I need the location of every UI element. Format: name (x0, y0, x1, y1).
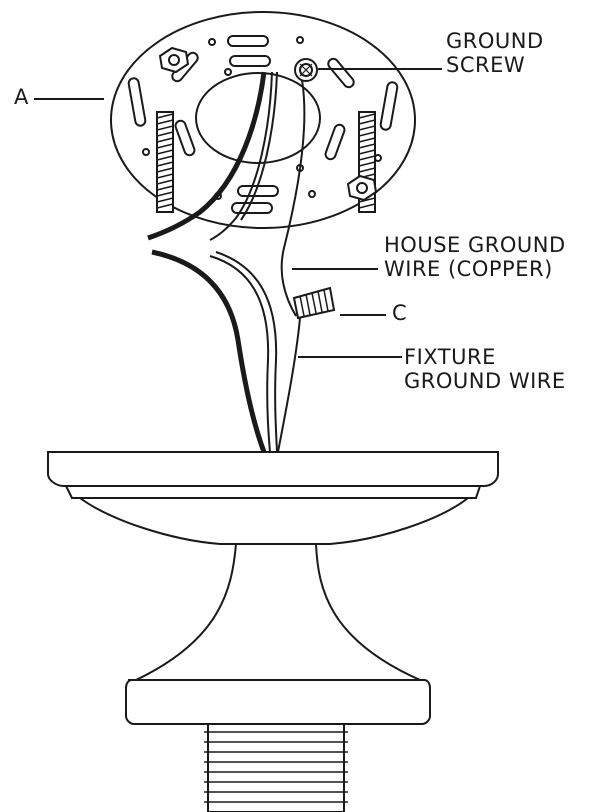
nut-right-icon (346, 174, 378, 202)
label-house-ground-line1: HOUSE GROUND (384, 233, 566, 257)
fixture-white-wire (209, 255, 271, 453)
threaded-pipe-icon (204, 723, 348, 812)
house-black-wire (147, 71, 267, 241)
label-fixture-ground-line2: GROUND WIRE (404, 369, 566, 393)
mounting-plate-icon (110, 11, 416, 229)
leader-fixture-ground (298, 356, 402, 358)
leader-c (340, 314, 386, 316)
leader-house-ground (292, 268, 378, 270)
fixture-black-wire (151, 249, 267, 453)
leader-ground-screw (318, 68, 442, 70)
label-fixture-ground-line1: FIXTURE (404, 345, 496, 369)
ground-screw-icon (294, 58, 318, 82)
label-c: C (392, 301, 408, 325)
threaded-rod-left (156, 111, 174, 213)
fixture-ground-wire (277, 317, 301, 453)
house-ground-wire (280, 79, 306, 317)
house-white-wire (209, 71, 273, 241)
label-ground-screw-line2: SCREW (446, 53, 526, 77)
label-ground-screw-line1: GROUND (446, 29, 544, 53)
leader-a (34, 98, 104, 100)
wire-nut-icon (292, 286, 336, 320)
label-house-ground-line2: WIRE (COPPER) (384, 257, 553, 281)
nut-top-left-icon (158, 46, 190, 74)
fixture-canopy-icon (47, 451, 499, 725)
label-a: A (14, 85, 29, 109)
